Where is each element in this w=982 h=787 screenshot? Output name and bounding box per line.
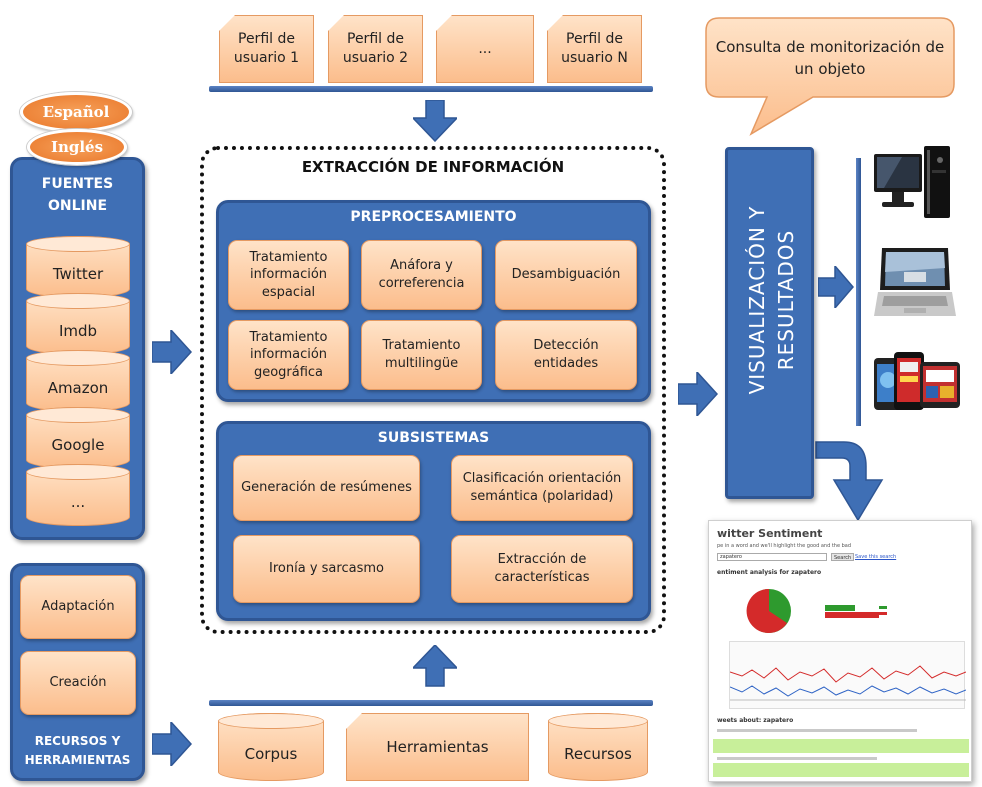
- adaptacion-label: Adaptación: [41, 599, 115, 615]
- pre-espacial-label: Tratamiento información espacial: [249, 249, 328, 300]
- ts-title: witter Sentiment: [717, 527, 823, 540]
- herramientas-label: Herramientas: [386, 738, 489, 756]
- recursos-title-line1: RECURSOS Y: [34, 734, 121, 748]
- ts-tweets-heading: weets about: zapatero: [717, 717, 794, 724]
- perfiles-bar: [209, 86, 653, 92]
- perfil-4-line1: Perfil de: [566, 31, 623, 48]
- fuente-twitter: Twitter: [26, 236, 130, 298]
- recursos-cylinder: Recursos: [548, 713, 648, 781]
- ts-analysis-heading: entiment analysis for zapatero: [717, 569, 822, 576]
- pre-geografica-label: Tratamiento información geográfica: [249, 329, 328, 380]
- creacion-label: Creación: [49, 675, 107, 691]
- visualizacion-panel: VISUALIZACIÓN Y RESULTADOS: [725, 147, 814, 499]
- language-espanol-label: Español: [42, 103, 110, 121]
- ts-save-link[interactable]: Save this search: [855, 554, 897, 560]
- extraccion-container: [200, 146, 666, 634]
- visualizacion-line1: VISUALIZACIÓN Y: [745, 205, 769, 395]
- pre-espacial: Tratamiento información espacial: [228, 240, 349, 310]
- sub-ironia: Ironía y sarcasmo: [233, 535, 420, 603]
- ts-date-range: [717, 729, 917, 732]
- herramientas-box: Herramientas: [346, 713, 529, 781]
- pre-anafora-label: Anáfora y correferencia: [378, 258, 465, 291]
- mobile-devices-icon: [874, 350, 960, 416]
- language-ingles-label: Inglés: [50, 138, 104, 156]
- perfil-usuario-1: Perfil de usuario 1: [219, 15, 314, 83]
- desktop-computer-icon: [874, 146, 952, 222]
- sub-ironia-label: Ironía y sarcasmo: [269, 561, 384, 577]
- arrow-right-devices: [818, 266, 854, 308]
- sub-caracteristicas: Extracción de características: [451, 535, 633, 603]
- consulta-text: Consulta de monitorización de un objeto: [715, 37, 945, 79]
- fuente-imdb: Imdb: [26, 293, 130, 355]
- pre-desambiguacion: Desambiguación: [495, 240, 637, 310]
- perfil-3-line1: ...: [478, 40, 492, 57]
- creacion-card: Creación: [20, 651, 136, 715]
- extraccion-title: EXTRACCIÓN DE INFORMACIÓN: [301, 158, 565, 176]
- recursos-title-line2: HERRAMIENTAS: [24, 753, 131, 768]
- pre-multilingue: Tratamiento multilingüe: [361, 320, 482, 390]
- pre-geografica: Tratamiento información geográfica: [228, 320, 349, 390]
- ts-tweet-divider: [717, 757, 877, 760]
- consulta-callout: Consulta de monitorización de un objeto: [705, 17, 955, 137]
- laptop-icon: [874, 246, 956, 320]
- fuente-more: ...: [26, 464, 130, 526]
- fuente-amazon-label: Amazon: [47, 379, 109, 397]
- sub-resumenes: Generación de resúmenes: [233, 455, 420, 521]
- perfil-usuario-n: Perfil de usuario N: [547, 15, 642, 83]
- language-espanol: Español: [20, 92, 132, 132]
- arrow-right-fuentes: [152, 330, 192, 374]
- twitter-sentiment-screenshot: witter Sentiment pe in a word and we'll …: [708, 520, 972, 782]
- language-ingles: Inglés: [27, 129, 127, 165]
- sub-polaridad-label: Clasificación orientación semántica (pol…: [462, 471, 622, 504]
- fuente-google: Google: [26, 407, 130, 469]
- pre-desambiguacion-label: Desambiguación: [511, 267, 621, 283]
- pre-entidades-label: Detección entidades: [533, 338, 599, 371]
- visualizacion-line2: RESULTADOS: [774, 229, 798, 371]
- perfil-1-line1: Perfil de: [238, 31, 295, 48]
- arrow-up-recursos: [413, 645, 457, 687]
- arrow-right-recursos: [152, 722, 192, 766]
- pre-entidades: Detección entidades: [495, 320, 637, 390]
- perfil-usuario-ellipsis: ...: [436, 15, 534, 83]
- arrow-right-extraccion: [678, 372, 718, 416]
- sub-caracteristicas-label: Extracción de características: [494, 552, 590, 585]
- recursos-label: Recursos: [564, 745, 632, 763]
- sub-resumenes-label: Generación de resúmenes: [241, 480, 412, 496]
- perfil-1-line2: usuario 1: [233, 50, 300, 66]
- fuente-imdb-label: Imdb: [58, 322, 98, 340]
- perfil-2-line1: Perfil de: [347, 31, 404, 48]
- arrow-curved-down: [814, 436, 894, 522]
- fuentes-title-line1: FUENTES: [41, 176, 114, 192]
- devices-bar: [856, 158, 861, 426]
- recursos-title: RECURSOS Y HERRAMIENTAS: [12, 732, 143, 770]
- perfil-4-line2: usuario N: [561, 50, 628, 66]
- fuente-more-label: ...: [70, 493, 86, 511]
- ts-search-value: zapatero: [720, 554, 742, 560]
- fuente-amazon: Amazon: [26, 350, 130, 412]
- ts-subtitle: pe in a word and we'll highlight the goo…: [717, 543, 852, 549]
- arrow-down-perfiles: [413, 100, 457, 142]
- pre-anafora: Anáfora y correferencia: [361, 240, 482, 310]
- ts-search-button[interactable]: Search: [831, 553, 855, 561]
- fuente-twitter-label: Twitter: [52, 265, 104, 283]
- perfil-usuario-2: Perfil de usuario 2: [328, 15, 423, 83]
- ts-search-input[interactable]: zapatero: [717, 553, 827, 561]
- corpus-cylinder: Corpus: [218, 713, 324, 781]
- subsistemas-title: SUBSISTEMAS: [377, 430, 490, 446]
- corpus-label: Corpus: [244, 745, 298, 763]
- ts-tweet-row-2: [713, 763, 969, 777]
- preprocesamiento-title: PREPROCESAMIENTO: [350, 209, 517, 225]
- ts-tweet-row: [713, 739, 969, 753]
- pre-multilingue-label: Tratamiento multilingüe: [382, 338, 461, 371]
- ts-sentiment-charts: [746, 588, 887, 633]
- ts-timeline-chart: [729, 641, 967, 709]
- adaptacion-card: Adaptación: [20, 575, 136, 639]
- bottom-bar: [209, 700, 653, 706]
- sub-polaridad: Clasificación orientación semántica (pol…: [451, 455, 633, 521]
- fuente-google-label: Google: [51, 436, 105, 454]
- perfil-2-line2: usuario 2: [342, 50, 409, 66]
- fuentes-title-line2: ONLINE: [47, 197, 108, 214]
